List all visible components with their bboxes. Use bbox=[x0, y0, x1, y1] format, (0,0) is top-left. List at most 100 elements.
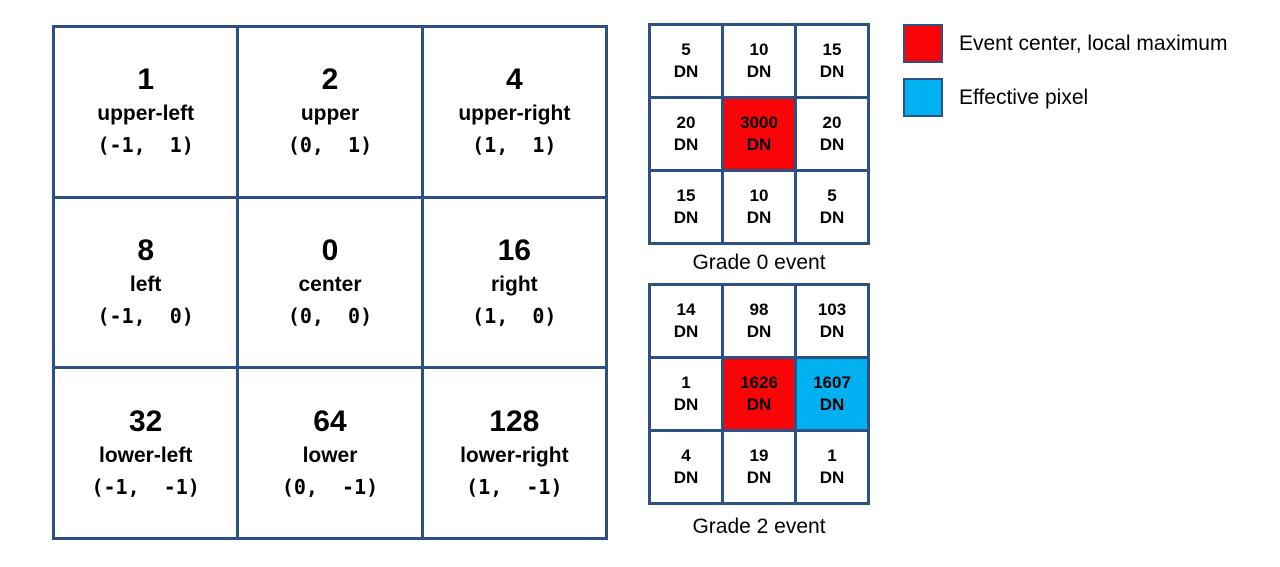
dn-cell-event-center: 3000 DN bbox=[724, 99, 794, 169]
cell-value: 64 bbox=[313, 404, 347, 438]
cell-label: lower-left bbox=[98, 443, 193, 467]
dn-cell: 10 DN bbox=[724, 172, 794, 242]
legend-item-effective-pixel: Effective pixel bbox=[903, 78, 1227, 117]
cell-coordinates: (1, 0) bbox=[472, 303, 557, 328]
dn-value: 4 bbox=[681, 446, 691, 465]
dn-unit: DN bbox=[673, 135, 699, 154]
dn-unit: DN bbox=[819, 395, 845, 414]
cell-value: 16 bbox=[497, 233, 531, 267]
dn-unit: DN bbox=[819, 322, 845, 341]
event-center-swatch bbox=[903, 24, 943, 63]
cell-coordinates: (-1, 0) bbox=[97, 303, 194, 328]
dn-cell: 15 DN bbox=[651, 172, 721, 242]
dn-value: 1607 bbox=[813, 373, 851, 392]
dn-cell: 20 DN bbox=[797, 99, 867, 169]
grade-bit-cell-lower-left: 32 lower-left (-1, -1) bbox=[55, 369, 237, 537]
dn-unit: DN bbox=[746, 208, 772, 227]
dn-cell-effective-pixel: 1607 DN bbox=[797, 359, 867, 429]
cell-label: lower-right bbox=[460, 443, 569, 467]
dn-cell: 5 DN bbox=[797, 172, 867, 242]
cell-value: 2 bbox=[321, 63, 339, 97]
grade-bit-cell-center: 0 center (0, 0) bbox=[239, 198, 421, 367]
grade0-pixel-grid: 5 DN 10 DN 15 DN 20 DN 3000 DN 20 DN 15 … bbox=[648, 23, 870, 245]
dn-value: 1 bbox=[827, 446, 837, 465]
cell-label: upper bbox=[300, 102, 360, 126]
cell-coordinates: (-1, -1) bbox=[91, 474, 200, 499]
grade2-pixel-grid: 14 DN 98 DN 103 DN 1 DN 1626 DN 1607 DN … bbox=[648, 283, 870, 505]
cell-label: lower bbox=[302, 443, 358, 467]
dn-cell: 20 DN bbox=[651, 99, 721, 169]
cell-value: 4 bbox=[505, 63, 523, 97]
cell-value: 1 bbox=[137, 63, 154, 97]
dn-value: 20 bbox=[676, 113, 696, 132]
dn-value: 5 bbox=[827, 186, 837, 205]
dn-value: 98 bbox=[749, 300, 769, 319]
dn-value: 15 bbox=[676, 186, 696, 205]
dn-cell: 15 DN bbox=[797, 26, 867, 96]
legend-label: Event center, local maximum bbox=[959, 32, 1228, 55]
dn-cell: 19 DN bbox=[724, 432, 794, 502]
dn-unit: DN bbox=[673, 468, 699, 487]
dn-value: 19 bbox=[749, 446, 769, 465]
dn-cell: 1 DN bbox=[651, 359, 721, 429]
cell-coordinates: (0, -1) bbox=[281, 474, 379, 499]
cell-label: upper-left bbox=[97, 102, 195, 126]
dn-unit: DN bbox=[819, 62, 845, 81]
dn-value: 103 bbox=[817, 300, 847, 319]
dn-value: 10 bbox=[749, 186, 769, 205]
grade-bit-cell-upper-right: 4 upper-right (1, 1) bbox=[423, 28, 605, 196]
grade-bit-cell-lower-right: 128 lower-right (1, -1) bbox=[423, 369, 605, 537]
cell-value: 32 bbox=[128, 404, 163, 438]
dn-unit: DN bbox=[673, 322, 699, 341]
cell-label: center bbox=[298, 272, 362, 296]
dn-cell: 4 DN bbox=[651, 432, 721, 502]
dn-value: 20 bbox=[822, 113, 842, 132]
dn-cell: 103 DN bbox=[797, 286, 867, 356]
cell-coordinates: (-1, 1) bbox=[97, 133, 194, 158]
cell-coordinates: (1, -1) bbox=[466, 474, 563, 499]
grade-bit-cell-upper-left: 1 upper-left (-1, 1) bbox=[55, 28, 237, 196]
dn-unit: DN bbox=[673, 62, 699, 81]
dn-value: 5 bbox=[681, 40, 691, 59]
dn-unit: DN bbox=[673, 208, 699, 227]
cell-label: left bbox=[129, 272, 162, 296]
dn-unit: DN bbox=[673, 395, 699, 414]
grade-bit-cell-lower: 64 lower (0, -1) bbox=[239, 369, 421, 537]
grade-bit-table: 1 upper-left (-1, 1) 2 upper (0, 1) 4 up… bbox=[52, 25, 608, 540]
dn-unit: DN bbox=[819, 208, 845, 227]
cell-coordinates: (0, 1) bbox=[287, 133, 373, 158]
dn-cell: 98 DN bbox=[724, 286, 794, 356]
cell-label: right bbox=[490, 272, 538, 296]
grade-bit-cell-right: 16 right (1, 0) bbox=[423, 198, 605, 367]
cell-value: 8 bbox=[137, 233, 154, 267]
dn-unit: DN bbox=[819, 468, 845, 487]
cell-coordinates: (0, 0) bbox=[287, 303, 373, 328]
dn-cell: 10 DN bbox=[724, 26, 794, 96]
cell-value: 0 bbox=[321, 233, 339, 267]
cell-value: 128 bbox=[489, 404, 540, 438]
dn-value: 10 bbox=[749, 40, 769, 59]
dn-cell: 5 DN bbox=[651, 26, 721, 96]
dn-unit: DN bbox=[746, 62, 772, 81]
grade-bit-cell-left: 8 left (-1, 0) bbox=[55, 198, 237, 367]
grade0-caption: Grade 0 event bbox=[692, 251, 826, 274]
dn-unit: DN bbox=[746, 135, 772, 154]
dn-unit: DN bbox=[746, 468, 772, 487]
legend: Event center, local maximum Effective pi… bbox=[903, 24, 1227, 132]
dn-value: 3000 bbox=[740, 113, 778, 132]
dn-value: 1 bbox=[681, 373, 691, 392]
cell-coordinates: (1, 1) bbox=[472, 133, 557, 158]
dn-value: 14 bbox=[676, 300, 696, 319]
dn-cell-event-center: 1626 DN bbox=[724, 359, 794, 429]
dn-unit: DN bbox=[746, 322, 772, 341]
dn-cell: 14 DN bbox=[651, 286, 721, 356]
dn-value: 15 bbox=[822, 40, 842, 59]
dn-unit: DN bbox=[819, 135, 845, 154]
dn-cell: 1 DN bbox=[797, 432, 867, 502]
dn-unit: DN bbox=[746, 395, 772, 414]
effective-pixel-swatch bbox=[903, 78, 943, 117]
legend-item-event-center: Event center, local maximum bbox=[903, 24, 1227, 63]
grade-bit-cell-upper: 2 upper (0, 1) bbox=[239, 28, 421, 196]
cell-label: upper-right bbox=[458, 102, 571, 126]
